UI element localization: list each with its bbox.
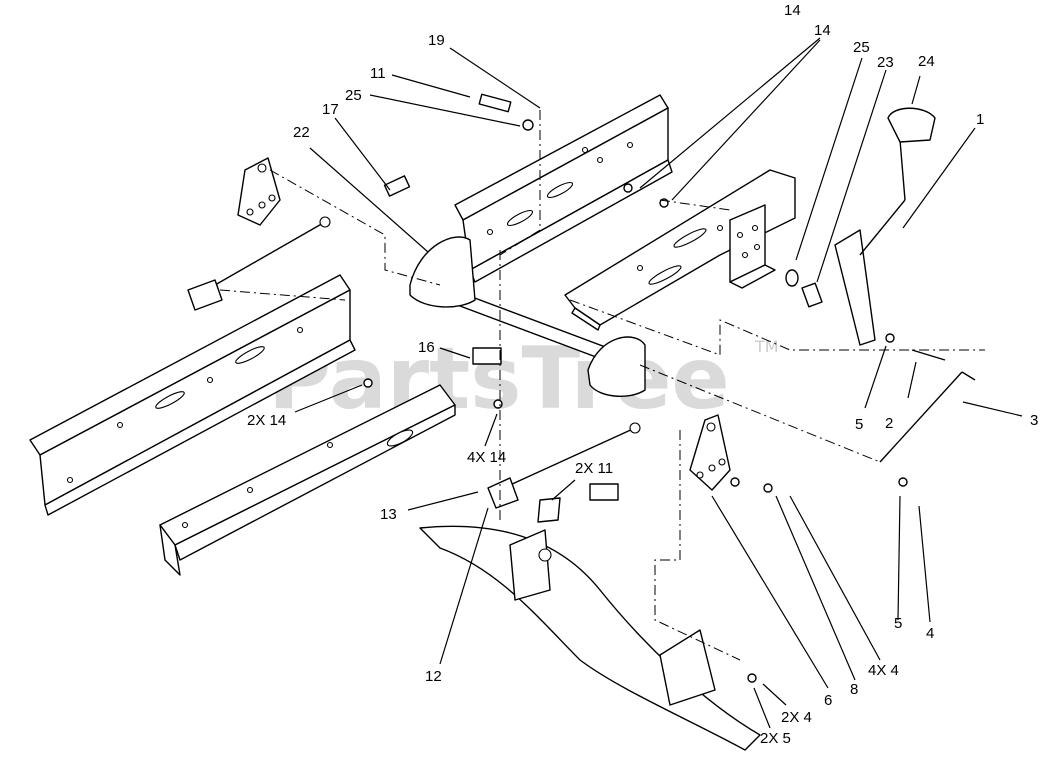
leader-lines	[294, 37, 1023, 729]
callout-14-a: 14	[784, 2, 801, 19]
upper-frame-rail	[454, 94, 673, 283]
callout-5-upper: 5	[855, 416, 863, 433]
callout-2x4: 2X 4	[781, 709, 812, 726]
callout-4x14: 4X 14	[467, 449, 506, 466]
watermark-tm: TM	[754, 337, 779, 356]
callout-4x4: 4X 4	[868, 662, 899, 679]
callout-6: 6	[824, 692, 832, 709]
callout-25-left: 25	[345, 87, 362, 104]
callout-17: 17	[322, 101, 339, 118]
callout-14-b: 14	[814, 22, 831, 39]
callout-2x11: 2X 11	[575, 460, 613, 477]
callout-11: 11	[370, 65, 386, 82]
callout-1: 1	[976, 111, 984, 128]
hardware	[363, 93, 946, 683]
callout-5-lower: 5	[894, 615, 902, 632]
left-lift-plate	[237, 157, 281, 226]
left-link-rod	[187, 216, 331, 311]
center-link-rod	[487, 422, 641, 523]
callout-8: 8	[850, 681, 858, 698]
assembly-lines	[219, 110, 985, 661]
callout-12: 12	[425, 668, 442, 685]
front-axle	[419, 525, 761, 751]
callout-23: 23	[877, 54, 894, 71]
callout-19: 19	[428, 32, 445, 49]
lift-lever	[834, 107, 936, 346]
callout-22: 22	[293, 124, 310, 141]
callout-3: 3	[1030, 412, 1038, 429]
callout-4: 4	[926, 625, 934, 642]
callout-13: 13	[380, 506, 397, 523]
control-rod	[879, 371, 976, 463]
right-lift-plate	[689, 414, 731, 491]
callout-labels: 1 2 3 4 5 5 6 8 4X 4 12 13 14 14 2X 14 4…	[247, 2, 1038, 747]
callout-2x14: 2X 14	[247, 412, 286, 429]
center-frame-rail	[159, 384, 456, 576]
callout-24: 24	[918, 53, 935, 70]
lift-shaft	[409, 236, 646, 398]
right-bracket-plate	[729, 204, 776, 289]
callout-2: 2	[885, 415, 893, 432]
callout-2x5: 2X 5	[760, 730, 791, 747]
left-frame-rail	[29, 274, 356, 516]
callout-16: 16	[418, 339, 435, 356]
callout-25-right: 25	[853, 39, 870, 56]
